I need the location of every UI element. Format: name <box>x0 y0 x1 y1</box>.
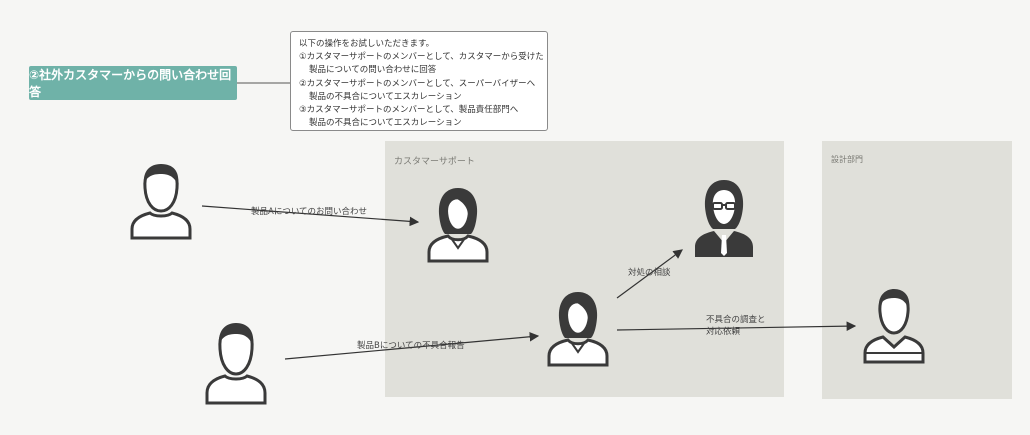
customer-support-zone-label: カスタマーサポート <box>394 157 475 167</box>
report-b-label: 製品Bについての不具合報告 <box>357 341 465 351</box>
note-item1-line1: ①カスタマーサポートのメンバーとして、カスタマーから受けた <box>299 52 544 63</box>
customer-b-icon <box>205 323 267 405</box>
note-item1-line2: 製品についての問い合わせに回答 <box>309 65 437 76</box>
design-department-zone-label: 設計部門 <box>831 155 863 164</box>
support-operator-1-icon <box>427 188 489 263</box>
note-item3-line1: ③カスタマーサポートのメンバーとして、製品責任部門へ <box>299 105 519 116</box>
consult-arrow <box>616 249 683 299</box>
inquiry-a-label: 製品Aについてのお問い合わせ <box>251 207 368 217</box>
note-intro: 以下の操作をお試しいただきます。 <box>299 39 435 49</box>
note-item3-line2: 製品の不具合についてエスカレーション <box>309 118 462 129</box>
supervisor-icon <box>695 180 753 257</box>
report-b-arrow <box>284 331 540 360</box>
customer-a-icon <box>130 164 192 240</box>
consult-label: 対処の相談 <box>628 268 671 278</box>
scenario-title-badge: ②社外カスタマーからの問い合わせ回答 <box>29 66 237 100</box>
instruction-note: 以下の操作をお試しいただきます。 ①カスタマーサポートのメンバーとして、カスタマ… <box>290 31 548 131</box>
inquiry-a-arrow <box>201 205 420 227</box>
design-engineer-icon <box>863 289 925 364</box>
support-operator-2-icon <box>547 292 609 367</box>
investigate-arrow <box>616 321 857 331</box>
investigate-label-line2: 対応依頼 <box>706 327 741 337</box>
note-item2-line1: ②カスタマーサポートのメンバーとして、スーパーバイザーへ <box>299 78 536 89</box>
investigate-label-line1: 不具合の調査と <box>706 315 766 325</box>
note-item2-line2: 製品の不具合についてエスカレーション <box>309 91 462 102</box>
